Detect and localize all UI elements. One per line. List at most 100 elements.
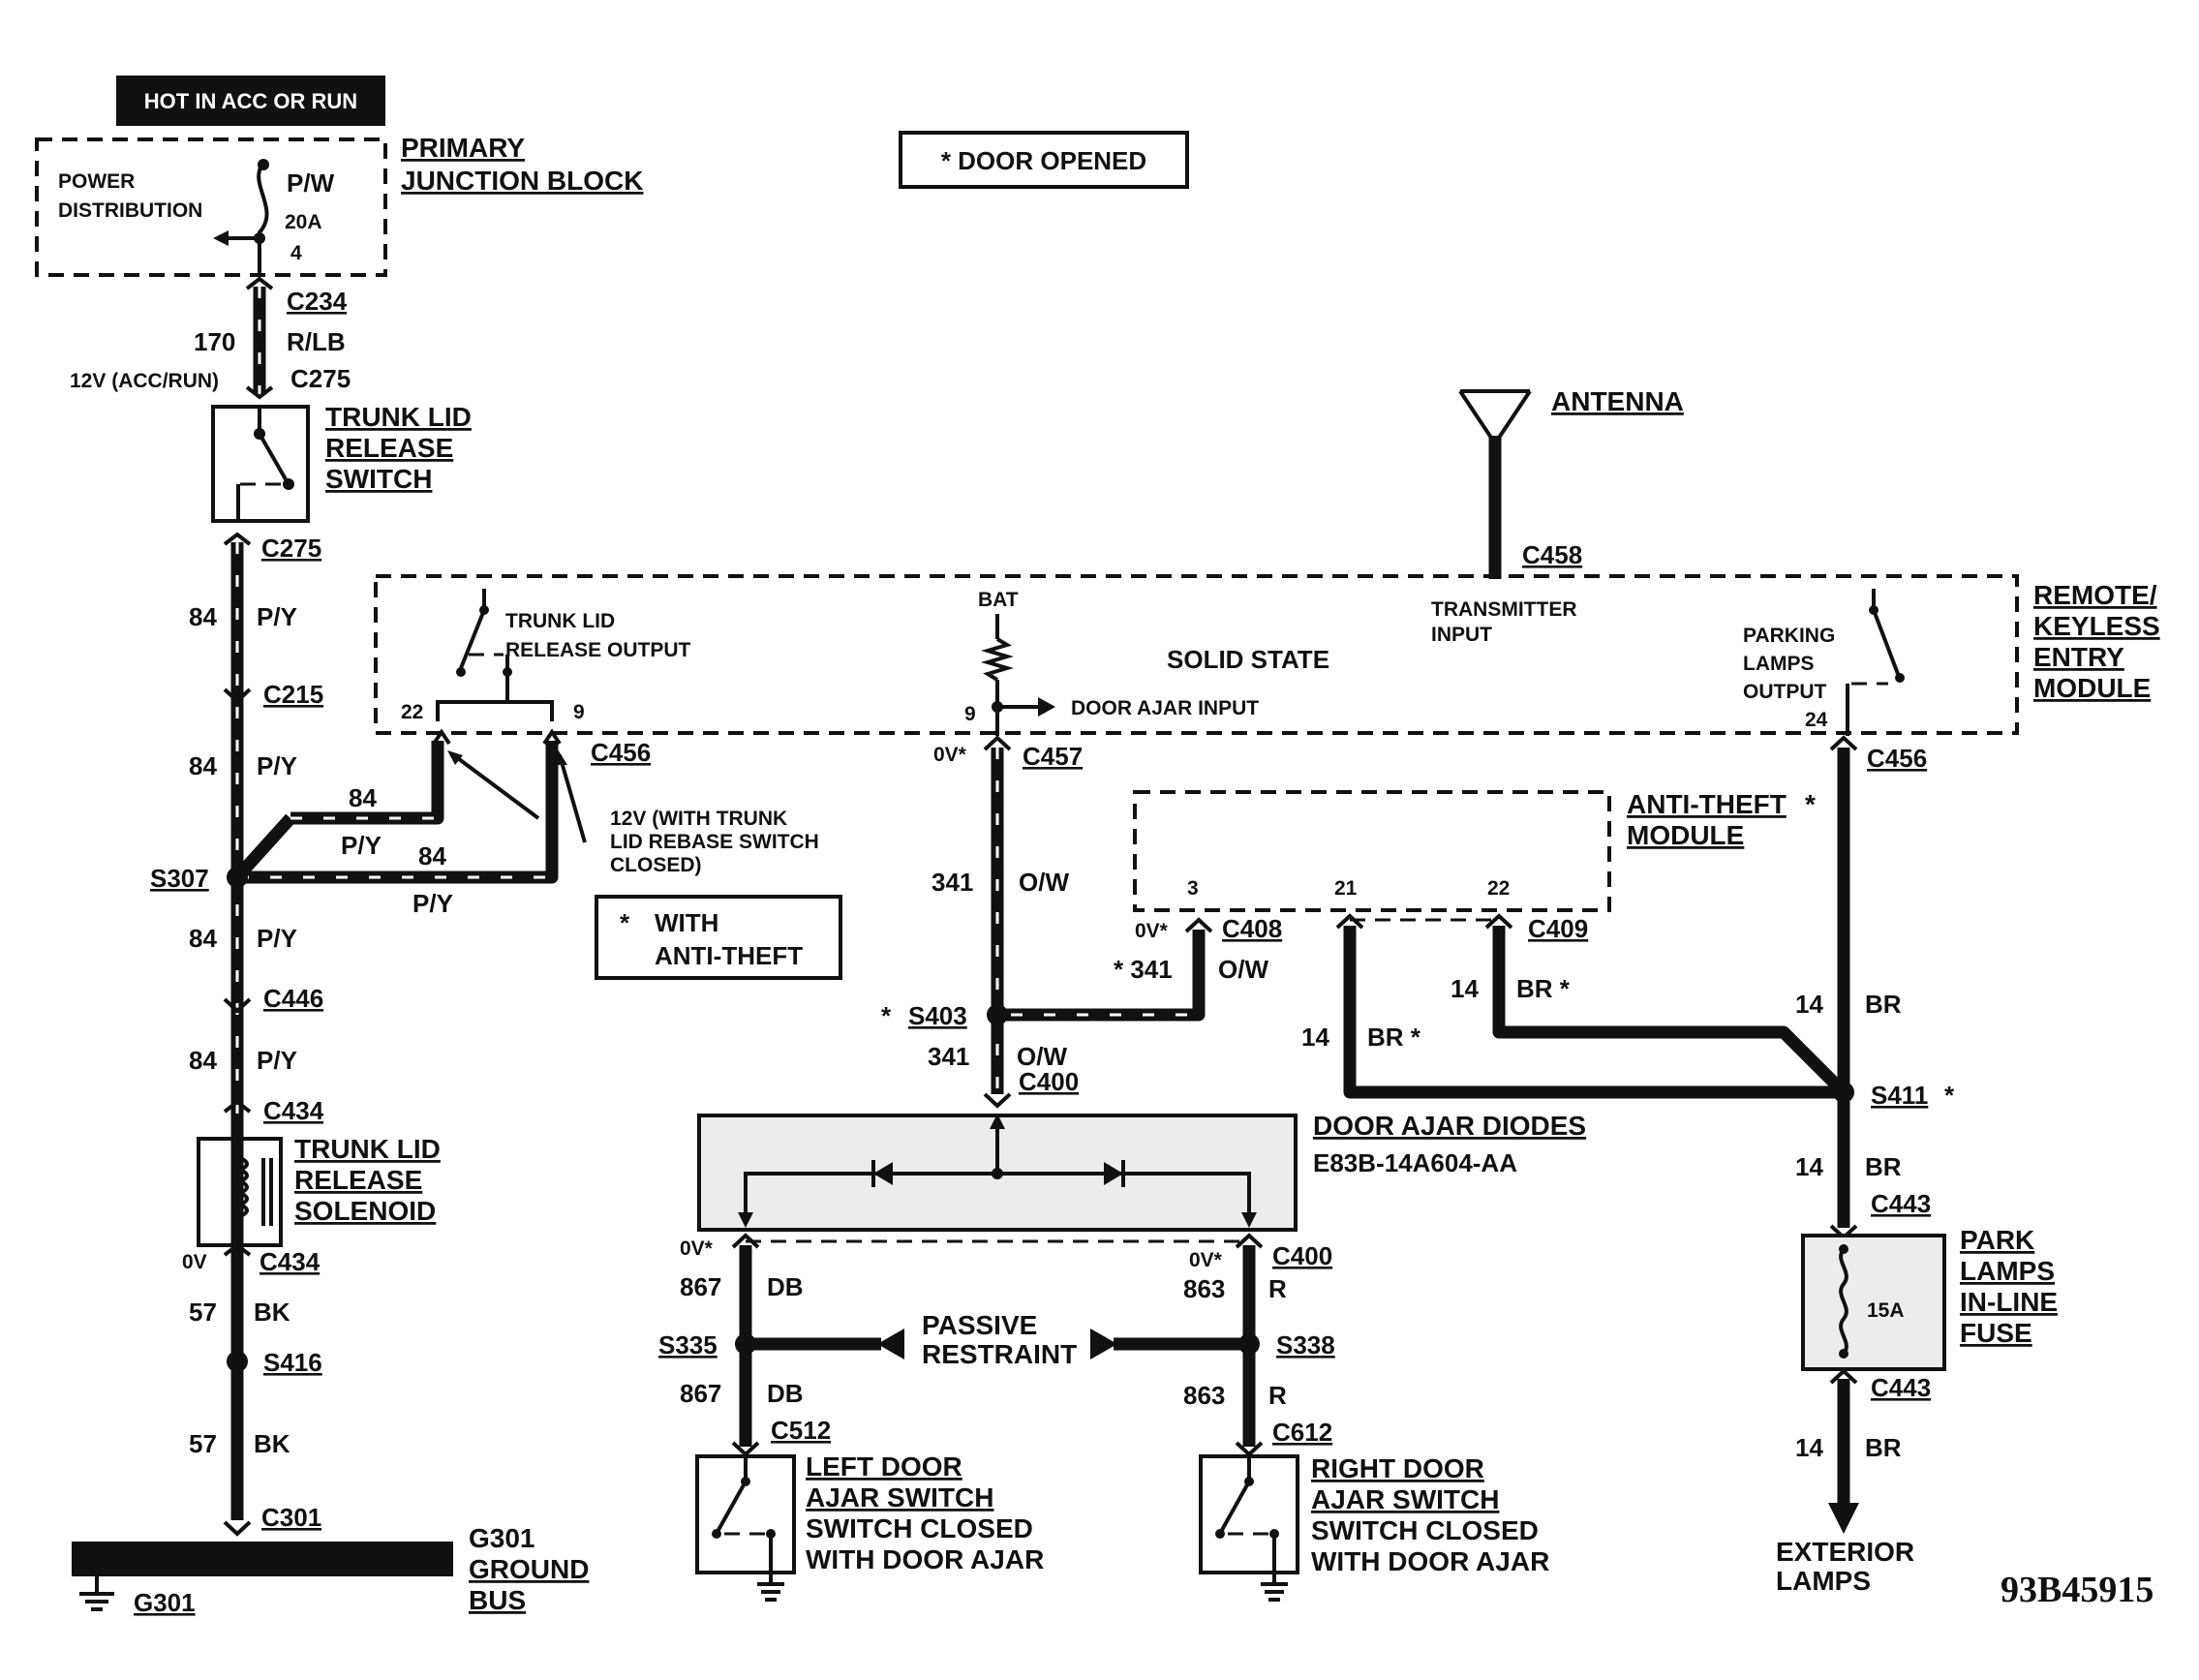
exterior-lamps-l1: EXTERIOR: [1776, 1537, 1914, 1567]
junction-title-l2: JUNCTION BLOCK: [401, 166, 643, 196]
park-fuse-l1: PARK: [1960, 1225, 2034, 1255]
wire-341-b: * 341: [1114, 955, 1173, 984]
wire-py-f: P/Y: [257, 1046, 297, 1075]
trunk-switch-l3: SWITCH: [325, 464, 432, 494]
junction-title-l1: PRIMARY: [401, 133, 525, 163]
trunk-output-l2: RELEASE OUTPUT: [505, 639, 691, 661]
hot-in-acc-label: HOT IN ACC OR RUN: [116, 76, 385, 126]
transmitter-input-l2: INPUT: [1431, 624, 1492, 646]
ground-bus-l2: GROUND: [469, 1554, 589, 1584]
power-distribution-l2: DISTRIBUTION: [58, 199, 202, 222]
wire-84-b: 84: [189, 751, 217, 780]
wire-57-a: 57: [189, 1298, 217, 1327]
wire-br-d: BR: [1865, 1152, 1902, 1181]
solenoid-l2: RELEASE: [294, 1165, 422, 1195]
conn-c456-right: C456: [1867, 744, 1927, 773]
arrow-down-icon: [1828, 1503, 1859, 1534]
wire-341-c: 341: [928, 1042, 969, 1071]
wire-py-b: P/Y: [257, 751, 297, 780]
right-door-l1: RIGHT DOOR: [1311, 1453, 1484, 1483]
wire-57-b: 57: [189, 1429, 217, 1458]
with-antitheft-l2: ANTI-THEFT: [655, 941, 803, 970]
antitheft-pin22: 22: [1487, 877, 1510, 900]
wire-ow-b: O/W: [1218, 955, 1268, 984]
left-door-ajar-switch: LEFT DOOR AJAR SWITCH SWITCH CLOSED WITH…: [695, 1451, 1044, 1602]
antitheft-l2: MODULE: [1627, 820, 1744, 850]
primary-junction-block: POWER DISTRIBUTION P/W 20A 4 PRIMARY JUN…: [35, 133, 643, 277]
splice-s411: [1833, 1082, 1854, 1103]
rke-l1: REMOTE/: [2033, 580, 2157, 610]
fuse-pin: 4: [290, 242, 302, 264]
conn-c408: C408: [1222, 914, 1282, 943]
left-door-l4: WITH DOOR AJAR: [806, 1544, 1044, 1574]
wire-br-a: BR *: [1516, 974, 1571, 1003]
with-antitheft-star: *: [620, 908, 630, 937]
right-door-ajar-switch: RIGHT DOOR AJAR SWITCH SWITCH CLOSED WIT…: [1199, 1453, 1549, 1602]
wire-py-d: P/Y: [412, 889, 453, 918]
note-12v-l1: 12V (WITH TRUNK: [610, 808, 787, 830]
splice-s307: [227, 867, 248, 888]
note-12v-l2: LID REBASE SWITCH: [610, 831, 819, 853]
splice-s335-label: S335: [658, 1330, 718, 1359]
conn-c400-top: C400: [1019, 1067, 1079, 1096]
wire-py-c: P/Y: [341, 831, 382, 860]
rke-l3: ENTRY: [2033, 642, 2124, 672]
passive-l2: RESTRAINT: [922, 1339, 1077, 1369]
right-door-l4: WITH DOOR AJAR: [1311, 1546, 1549, 1576]
left-door-l3: SWITCH CLOSED: [806, 1513, 1033, 1543]
conn-c275-top: C275: [290, 364, 351, 393]
wire-py-e: P/Y: [257, 924, 297, 953]
bat-label: BAT: [978, 589, 1019, 611]
conn-c234: C234: [287, 287, 348, 316]
passive-l1: PASSIVE: [922, 1310, 1037, 1340]
wire-14-d: 14: [1795, 1152, 1823, 1181]
note-12v-l3: CLOSED): [610, 854, 702, 876]
diode-left-icon: [873, 1162, 893, 1185]
fuse-name: P/W: [287, 168, 335, 198]
wire-rlb: R/LB: [287, 327, 346, 356]
exterior-lamps-l2: LAMPS: [1776, 1566, 1871, 1596]
splice-s416-label: S416: [263, 1348, 322, 1377]
voltage-12v-acc: 12V (ACC/RUN): [70, 370, 219, 392]
splice-s403-label: S403: [908, 1001, 967, 1030]
park-fuse-l4: FUSE: [1960, 1318, 2032, 1348]
diagram-code: 93B45915: [2000, 1570, 2153, 1610]
wire-br-e: BR: [1865, 1433, 1902, 1462]
door-opened-text: * DOOR OPENED: [941, 146, 1146, 175]
arrow-left-icon: [213, 230, 229, 246]
rke-l4: MODULE: [2033, 673, 2151, 703]
antitheft-pin21: 21: [1334, 877, 1358, 900]
passive-arrow-left-icon: [877, 1329, 904, 1359]
antitheft-star: *: [1805, 789, 1816, 819]
voltage-0v-408: 0V*: [1135, 920, 1169, 942]
pin-9a: 9: [573, 701, 585, 723]
trunk-switch-l2: RELEASE: [325, 433, 453, 463]
center-circuit-wires: [983, 735, 1213, 1109]
right-door-l2: AJAR SWITCH: [1311, 1484, 1499, 1514]
g301-bottom-label: G301: [134, 1588, 196, 1617]
wire-14-b: 14: [1301, 1023, 1329, 1052]
wire-br-c: BR: [1865, 990, 1902, 1019]
pin-9b: 9: [964, 703, 976, 725]
wire-84-e: 84: [189, 924, 217, 953]
wire-ow-c: O/W: [1017, 1042, 1067, 1071]
conn-c409: C409: [1528, 914, 1588, 943]
wire-r-a: R: [1268, 1274, 1287, 1303]
pin-24: 24: [1805, 709, 1828, 731]
g301-ground-bus: G301 G301 GROUND BUS: [72, 1523, 589, 1617]
park-fuse-rating: 15A: [1867, 1299, 1905, 1322]
ground-bus-l3: BUS: [469, 1585, 526, 1615]
wire-bk-a: BK: [254, 1298, 290, 1327]
trunk-lid-release-switch: TRUNK LID RELEASE SWITCH: [211, 402, 472, 523]
arrow-right-icon: [1038, 697, 1055, 717]
transmitter-input-l1: TRANSMITTER: [1431, 598, 1577, 621]
wire-br-b: BR *: [1367, 1023, 1421, 1052]
wire-r-b: R: [1268, 1381, 1287, 1410]
conn-c456-left: C456: [591, 738, 651, 767]
wire-84-c: 84: [349, 783, 377, 812]
solenoid-l1: TRUNK LID: [294, 1134, 441, 1164]
park-fuse-l3: IN-LINE: [1960, 1287, 2058, 1317]
wire-db-a: DB: [767, 1272, 804, 1301]
wire-84-f: 84: [189, 1046, 217, 1075]
voltage-0v-solenoid: 0V: [182, 1251, 207, 1273]
